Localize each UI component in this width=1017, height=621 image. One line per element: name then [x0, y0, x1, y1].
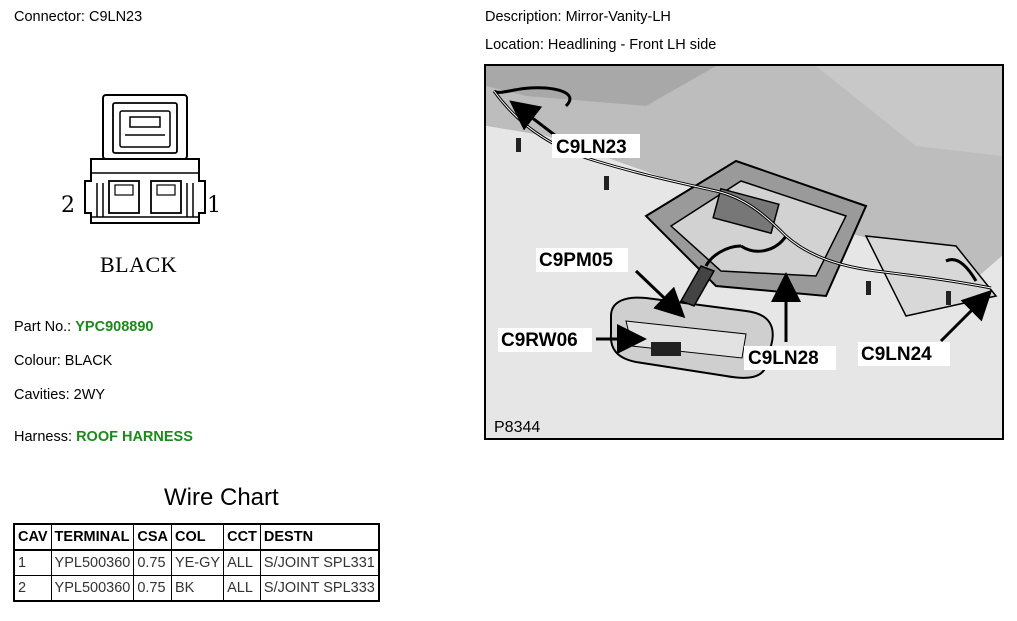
table-cell: ALL: [223, 575, 261, 602]
pin-1-label: 1: [207, 193, 221, 218]
part-number-label: Part No.:: [14, 319, 72, 335]
connector-colour-caption: BLACK: [100, 252, 177, 277]
table-cell: BK: [170, 575, 225, 602]
headlining-illustration: C9LN23 C9PM05 C9RW06 C9LN28 C9LN24 P8344: [486, 66, 1002, 438]
table-cell: S/JOINT SPL333: [259, 575, 380, 602]
callout-c9rw06: C9RW06: [501, 330, 578, 351]
column-header: CCT: [223, 523, 261, 551]
column-header: COL: [170, 523, 225, 551]
callout-c9ln28: C9LN28: [748, 348, 819, 369]
harness-label: Harness:: [14, 429, 73, 445]
callout-c9ln23: C9LN23: [556, 137, 627, 158]
table-cell: 0.75: [133, 549, 172, 576]
colour-value: BLACK: [64, 353, 113, 369]
picture-id: P8344: [494, 419, 540, 436]
table-cell: 0.75: [133, 575, 172, 602]
connector-heading: Connector: C9LN23: [14, 9, 142, 25]
column-header: CAV: [13, 523, 52, 551]
table-cell: ALL: [223, 549, 261, 576]
wire-chart-table: CAV TERMINAL CSA COL CCT DESTN 1 YPL5003…: [13, 523, 380, 602]
connector-label: Connector:: [14, 9, 85, 25]
description-label: Description:: [485, 9, 562, 25]
callout-c9ln24: C9LN24: [861, 344, 932, 365]
table-cell: S/JOINT SPL331: [259, 549, 380, 576]
pin-2-label: 2: [61, 193, 75, 218]
cavities-label: Cavities:: [14, 387, 70, 403]
location: Location: Headlining - Front LH side: [485, 37, 716, 53]
harness-value[interactable]: ROOF HARNESS: [76, 429, 193, 445]
column-header: TERMINAL: [50, 523, 135, 551]
table-cell: YE-GY: [170, 549, 225, 576]
table-row: 2 YPL500360 0.75 BK ALL S/JOINT SPL333: [13, 575, 380, 602]
part-number: Part No.: YPC908890: [14, 319, 153, 335]
harness: Harness: ROOF HARNESS: [14, 429, 193, 445]
description-value: Mirror-Vanity-LH: [565, 9, 671, 25]
connector-face-diagram: 2 1 BLACK: [61, 94, 221, 277]
column-header: DESTN: [259, 523, 380, 551]
column-header: CSA: [133, 523, 172, 551]
description: Description: Mirror-Vanity-LH: [485, 9, 671, 25]
wire-chart-title: Wire Chart: [164, 484, 279, 511]
table-header-row: CAV TERMINAL CSA COL CCT DESTN: [13, 523, 380, 551]
colour-label: Colour:: [14, 353, 61, 369]
table-cell: 2: [13, 575, 52, 602]
arrow-c9ln23: [509, 100, 557, 138]
connector-id: C9LN23: [88, 9, 143, 25]
location-label: Location:: [485, 37, 544, 53]
colour: Colour: BLACK: [14, 353, 112, 369]
cavities-value: 2WY: [73, 387, 106, 403]
location-value: Headlining - Front LH side: [547, 37, 717, 53]
location-picture: C9LN23 C9PM05 C9RW06 C9LN28 C9LN24 P8344: [484, 64, 1004, 440]
table-cell: YPL500360: [50, 549, 135, 576]
part-number-value[interactable]: YPC908890: [75, 319, 154, 335]
table-cell: 1: [13, 549, 52, 576]
table-cell: YPL500360: [50, 575, 135, 602]
cavities: Cavities: 2WY: [14, 387, 105, 403]
callout-c9pm05: C9PM05: [539, 250, 613, 271]
table-row: 1 YPL500360 0.75 YE-GY ALL S/JOINT SPL33…: [13, 549, 380, 576]
